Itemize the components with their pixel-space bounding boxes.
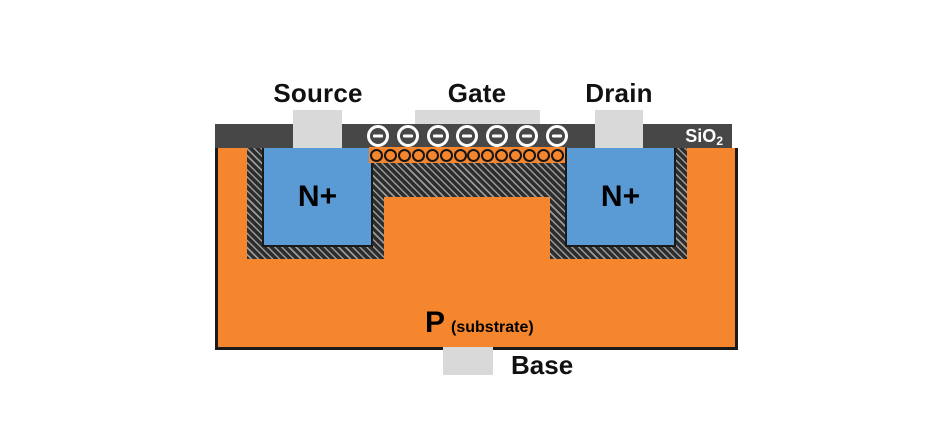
channel-site-icon (537, 148, 551, 162)
channel-site-icon (550, 148, 564, 162)
channel-site-icon (425, 148, 439, 162)
electron-icon (367, 125, 389, 147)
channel-site-icon (383, 148, 397, 162)
channel-site-icon (509, 148, 523, 162)
n-plus-source-label: N+ (297, 179, 338, 213)
channel-site-icon (467, 148, 481, 162)
base-contact (443, 347, 493, 375)
channel-site-icon (453, 148, 467, 162)
electron-icon (456, 125, 479, 147)
n-plus-source-region: N+ (262, 148, 373, 247)
n-plus-drain-region: N+ (565, 148, 676, 247)
substrate-label: P (substrate) (425, 308, 534, 338)
channel-site-icon (397, 148, 411, 162)
source-terminal-label: Source (273, 78, 363, 108)
n-plus-drain-label: N+ (600, 179, 641, 213)
electron-icon (545, 125, 568, 147)
base-terminal-label: Base (511, 350, 574, 380)
drain-contact (595, 110, 643, 148)
channel-sites-row (370, 148, 564, 162)
channel-site-icon (495, 148, 509, 162)
channel-site-icon (411, 148, 425, 162)
electron-icon (396, 125, 419, 147)
oxide-label: SiO2 (685, 126, 723, 148)
substrate-label-note: (substrate) (451, 319, 534, 336)
channel-site-icon (370, 148, 383, 162)
substrate-protrusion (384, 197, 550, 260)
drain-terminal-label: Drain (585, 78, 653, 108)
gate-terminal-label: Gate (447, 78, 507, 108)
gate-electrode (415, 110, 540, 124)
electron-icon (426, 125, 449, 147)
channel-site-icon (523, 148, 537, 162)
electron-icon (516, 125, 539, 147)
electron-icon (486, 125, 509, 147)
channel-site-icon (481, 148, 495, 162)
source-contact (293, 110, 342, 148)
electron-row (367, 125, 568, 147)
channel-site-icon (439, 148, 453, 162)
substrate-label-p: P (425, 306, 446, 339)
